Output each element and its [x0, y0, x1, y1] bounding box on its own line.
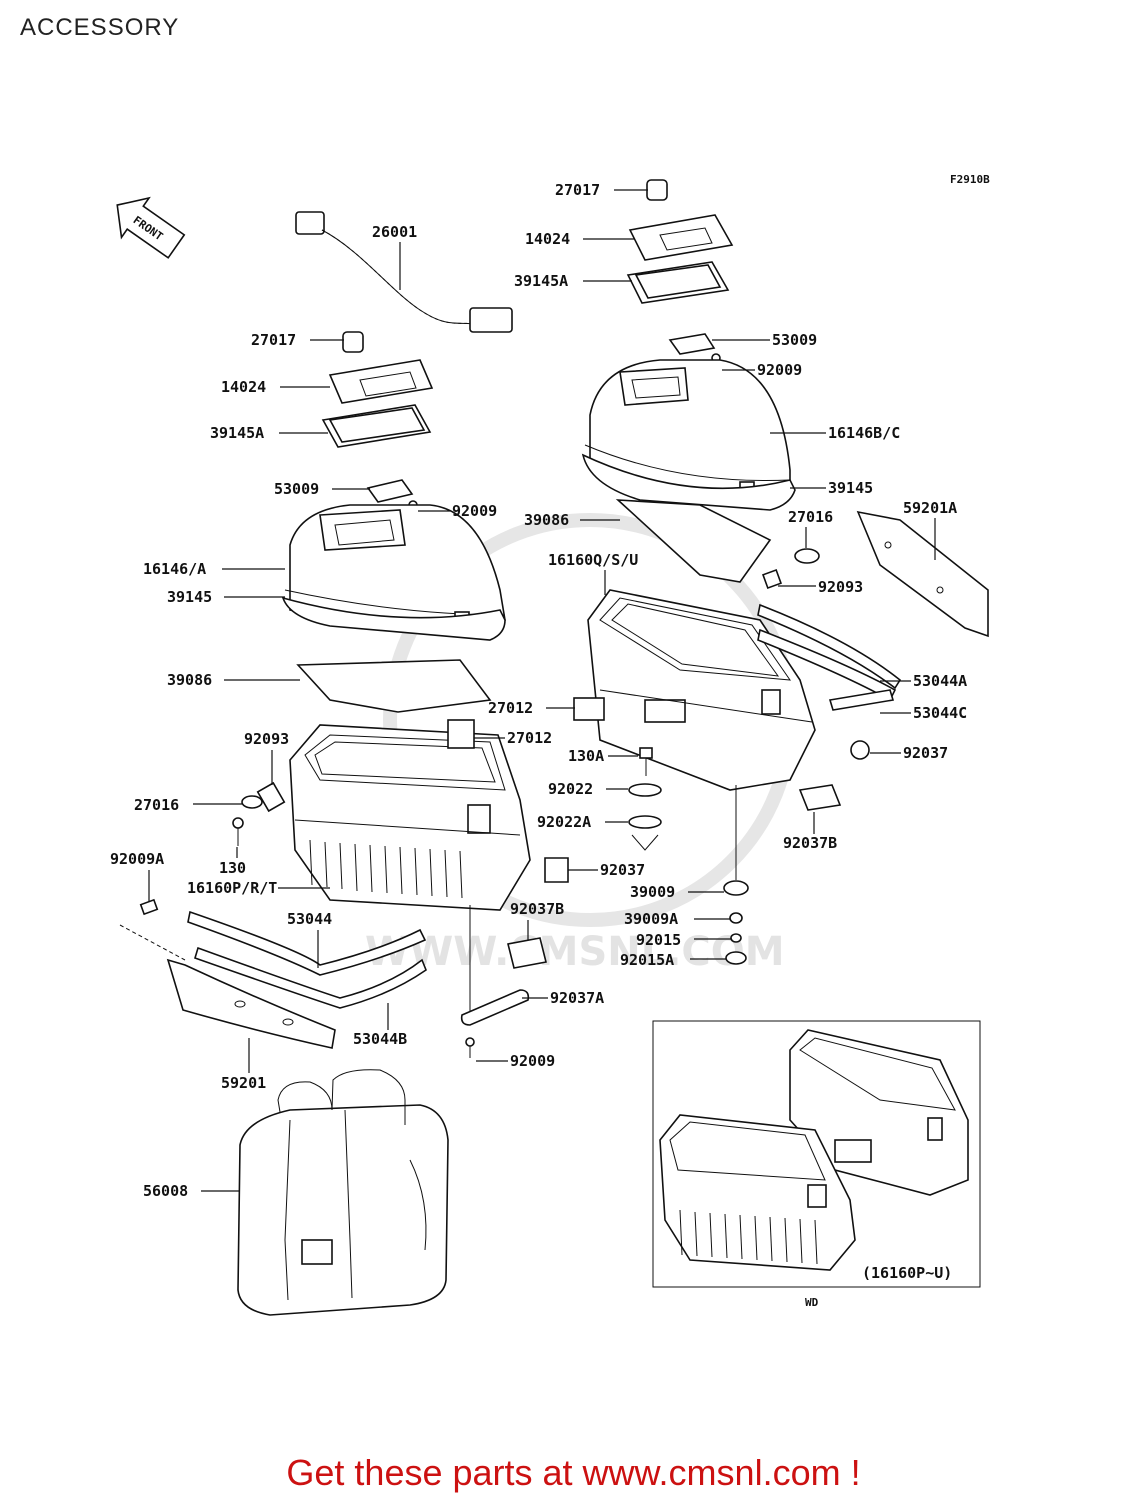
label-16146BC: 16146B/C: [828, 424, 900, 442]
inset-rear-bag: [789, 1029, 969, 1196]
label-27017-top: 27017: [555, 181, 600, 199]
wiring-harness: [295, 211, 513, 333]
label-16160QSU: 16160Q/S/U: [548, 551, 638, 569]
right-lid-cap: [626, 179, 734, 304]
right-hardware: [447, 697, 870, 969]
left-lid-cap: [321, 331, 434, 448]
right-lid-pad: [615, 499, 772, 583]
left-lid-seal: [281, 596, 506, 641]
label-92009-right: 92009: [757, 361, 802, 379]
label-27017-left: 27017: [251, 331, 296, 349]
label-92015A: 92015A: [620, 951, 674, 969]
label-14024-left: 14024: [221, 378, 266, 396]
label-130A: 130A: [568, 747, 604, 765]
label-27012-a: 27012: [488, 699, 533, 717]
label-92037B-right: 92037B: [783, 834, 837, 852]
label-27012-b: 27012: [507, 729, 552, 747]
label-53044C: 53044C: [913, 704, 967, 722]
lock-parts: [723, 785, 749, 965]
label-92037A: 92037A: [550, 989, 604, 1007]
label-39145A-top: 39145A: [514, 272, 568, 290]
figure-code: F2910B: [950, 173, 990, 186]
right-rear-panel-59201A: [856, 510, 989, 638]
part-labels: 27017 14024 39145A 26001 53009 92009 270…: [110, 181, 967, 1200]
watermark-text: WWW.CMSNL.COM: [365, 929, 785, 975]
label-56008: 56008: [143, 1182, 188, 1200]
page-title: ACCESSORY: [20, 14, 180, 41]
left-cover-59201: [166, 958, 336, 1049]
left-screw-92009A: [119, 898, 186, 961]
label-39009: 39009: [630, 883, 675, 901]
label-39086-left: 39086: [167, 671, 212, 689]
left-lid-pad: [296, 659, 492, 713]
label-39145-left: 39145: [167, 588, 212, 606]
left-bag-ribs: [309, 839, 463, 899]
right-lid: [584, 359, 791, 498]
label-92009-bottom: 92009: [510, 1052, 555, 1070]
inset-front-bag: [659, 1114, 856, 1271]
label-53009-left: 53009: [274, 480, 319, 498]
label-59201: 59201: [221, 1074, 266, 1092]
label-26001: 26001: [372, 223, 417, 241]
label-27016-left: 27016: [134, 796, 179, 814]
label-53009-right: 53009: [772, 331, 817, 349]
label-39009A: 39009A: [624, 910, 678, 928]
right-lid-seal: [581, 453, 796, 511]
label-59201A: 59201A: [903, 499, 957, 517]
label-92009A: 92009A: [110, 850, 164, 868]
label-39086-right: 39086: [524, 511, 569, 529]
label-53044B: 53044B: [353, 1030, 407, 1048]
label-130: 130: [219, 859, 246, 877]
label-92037-right: 92037: [903, 744, 948, 762]
label-92037B-center: 92037B: [510, 900, 564, 918]
inset-bag-ribs: [679, 1209, 818, 1265]
label-92009-left: 92009: [452, 502, 497, 520]
inset-model-tag: WD: [805, 1296, 819, 1309]
left-latch: [232, 781, 286, 846]
label-92093-right: 92093: [818, 578, 863, 596]
label-14024-top: 14024: [525, 230, 570, 248]
label-53044: 53044: [287, 910, 332, 928]
label-16146A: 16146/A: [143, 560, 206, 578]
exploded-parts-diagram: WWW.CMSNL.COM F2910B FRONT: [110, 173, 990, 1316]
label-92037-center: 92037: [600, 861, 645, 879]
front-arrow-icon: FRONT: [116, 196, 186, 259]
right-latch: [762, 548, 820, 589]
label-92093-left: 92093: [244, 730, 289, 748]
label-92022A: 92022A: [537, 813, 591, 831]
label-53044A: 53044A: [913, 672, 967, 690]
inset-box: (16160P~U) WD: [652, 1020, 981, 1309]
label-92022: 92022: [548, 780, 593, 798]
left-bag-body: [289, 724, 531, 911]
right-strips: [757, 603, 902, 711]
left-lid: [284, 504, 506, 629]
label-92015: 92015: [636, 931, 681, 949]
strap-92037A: [460, 905, 530, 1058]
inset-caption: (16160P~U): [862, 1264, 952, 1282]
label-16160PRT: 16160P/R/T: [187, 879, 277, 897]
label-39145-right: 39145: [828, 479, 873, 497]
label-39145A-left: 39145A: [210, 424, 264, 442]
label-27016-right: 27016: [788, 508, 833, 526]
left-strips: [187, 910, 427, 1009]
call-to-action-link[interactable]: Get these parts at www.cmsnl.com !: [286, 1452, 861, 1493]
duffel-bag: [237, 1069, 449, 1316]
